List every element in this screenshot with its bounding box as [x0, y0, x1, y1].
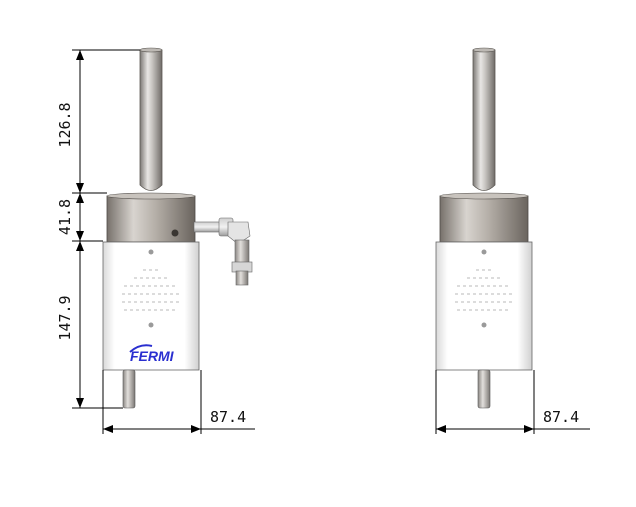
front-air-fitting: [193, 217, 253, 286]
front-body: FERMI: [102, 241, 200, 371]
logo-text: FERMI: [130, 348, 175, 364]
front-dimensions: 126.8 41.8 147.9 87.4: [56, 49, 255, 434]
front-width-label: 87.4: [210, 408, 246, 426]
front-collar: [106, 192, 196, 243]
front-nozzle: [122, 369, 136, 409]
front-rod: [139, 47, 163, 191]
side-width-label: 87.4: [543, 408, 579, 426]
side-view: [435, 47, 533, 409]
front-view: FERMI: [102, 47, 253, 409]
side-body: [435, 241, 533, 371]
front-vent-grid: [122, 269, 181, 311]
side-nozzle: [477, 369, 491, 409]
side-rod: [472, 47, 496, 191]
side-collar: [439, 192, 529, 243]
collar-height-label: 41.8: [56, 199, 74, 235]
side-vent-grid: [455, 269, 514, 311]
fermi-logo: FERMI: [129, 344, 175, 364]
side-dimensions: 87.4: [435, 370, 590, 434]
rod-height-label: 126.8: [56, 102, 74, 147]
body-height-label: 147.9: [56, 295, 74, 340]
